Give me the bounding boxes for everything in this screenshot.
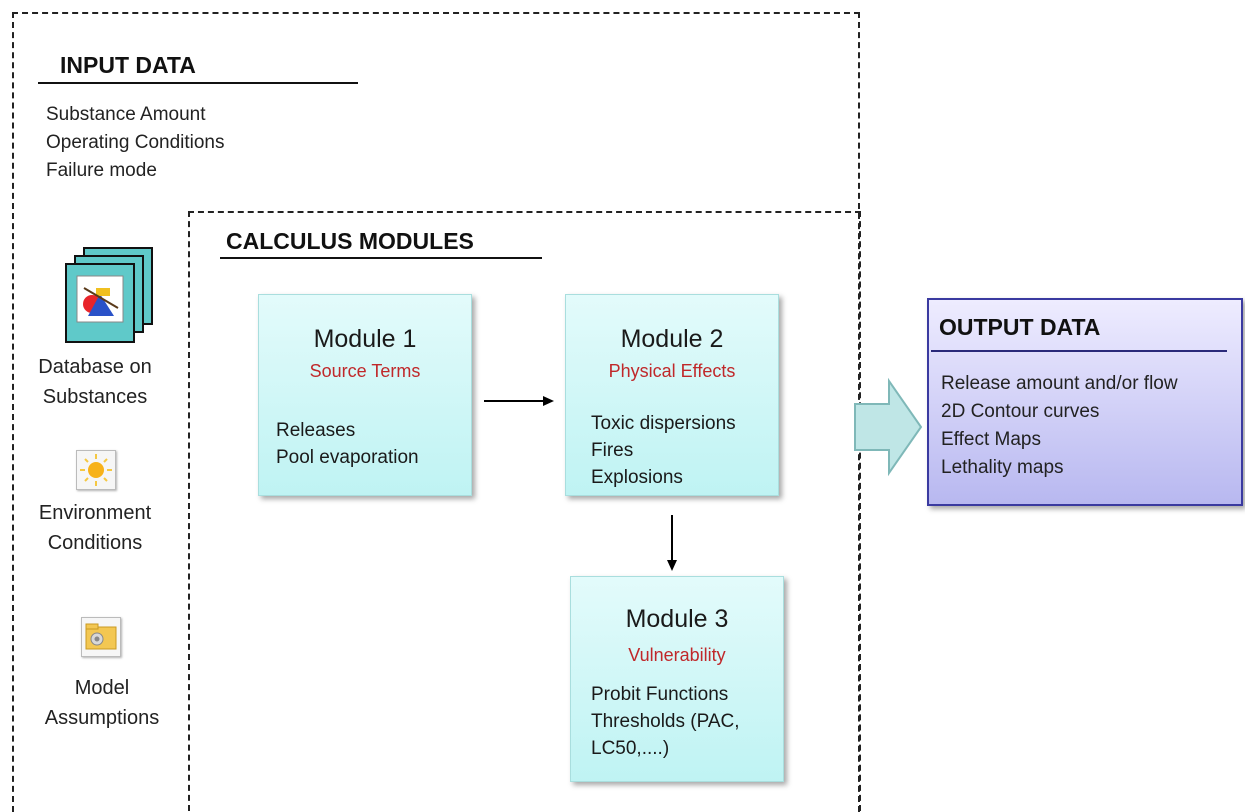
input-data-heading: INPUT DATA bbox=[60, 52, 196, 78]
module-items: Toxic dispersions Fires Explosions bbox=[591, 413, 736, 488]
module-2-box: Module 2 Physical Effects Toxic dispersi… bbox=[565, 294, 779, 496]
output-data-box: OUTPUT DATA Release amount and/or flow 2… bbox=[927, 298, 1243, 506]
output-data-heading: OUTPUT DATA bbox=[939, 314, 1101, 340]
module-items: Releases Pool evaporation bbox=[276, 420, 419, 468]
output-item: Release amount and/or flow bbox=[941, 373, 1178, 394]
arrow-module2-to-module3 bbox=[667, 515, 677, 571]
output-data-underline bbox=[931, 350, 1227, 352]
settings-folder-icon bbox=[81, 617, 121, 657]
environment-label: Environment Conditions bbox=[38, 502, 152, 554]
module-title: Module 1 bbox=[313, 325, 417, 353]
module-3-box: Module 3 Vulnerability Probit Functions … bbox=[570, 576, 784, 782]
calculus-modules-heading: CALCULUS MODULES bbox=[226, 228, 474, 254]
module-items: Probit Functions Thresholds (PAC, LC50,.… bbox=[591, 684, 740, 759]
model-label: Model Assumptions bbox=[44, 677, 160, 729]
module-subtitle: Vulnerability bbox=[628, 645, 726, 665]
output-item: Lethality maps bbox=[941, 457, 1064, 478]
module-subtitle: Source Terms bbox=[309, 361, 421, 381]
module-subtitle: Physical Effects bbox=[608, 361, 736, 381]
calculus-modules-underline bbox=[220, 257, 542, 259]
input-data-underline bbox=[38, 82, 358, 84]
database-icon bbox=[62, 246, 157, 348]
module-title: Module 3 bbox=[625, 605, 729, 633]
module-title: Module 2 bbox=[620, 325, 724, 353]
output-arrow-icon bbox=[854, 377, 923, 477]
output-item: 2D Contour curves bbox=[941, 401, 1100, 422]
input-item: Failure mode bbox=[46, 160, 157, 181]
sun-icon bbox=[76, 450, 116, 490]
module-1-box: Module 1 Source Terms Releases Pool evap… bbox=[258, 294, 472, 496]
input-data-list: Substance Amount Operating Conditions Fa… bbox=[46, 101, 225, 185]
input-item: Substance Amount bbox=[46, 104, 206, 125]
calculus-modules-container bbox=[188, 211, 861, 811]
input-item: Operating Conditions bbox=[46, 132, 225, 153]
arrow-module1-to-module2 bbox=[484, 396, 554, 406]
database-label: Database on Substances bbox=[38, 356, 152, 408]
output-data-list: Release amount and/or flow 2D Contour cu… bbox=[941, 370, 1178, 482]
output-item: Effect Maps bbox=[941, 429, 1041, 450]
